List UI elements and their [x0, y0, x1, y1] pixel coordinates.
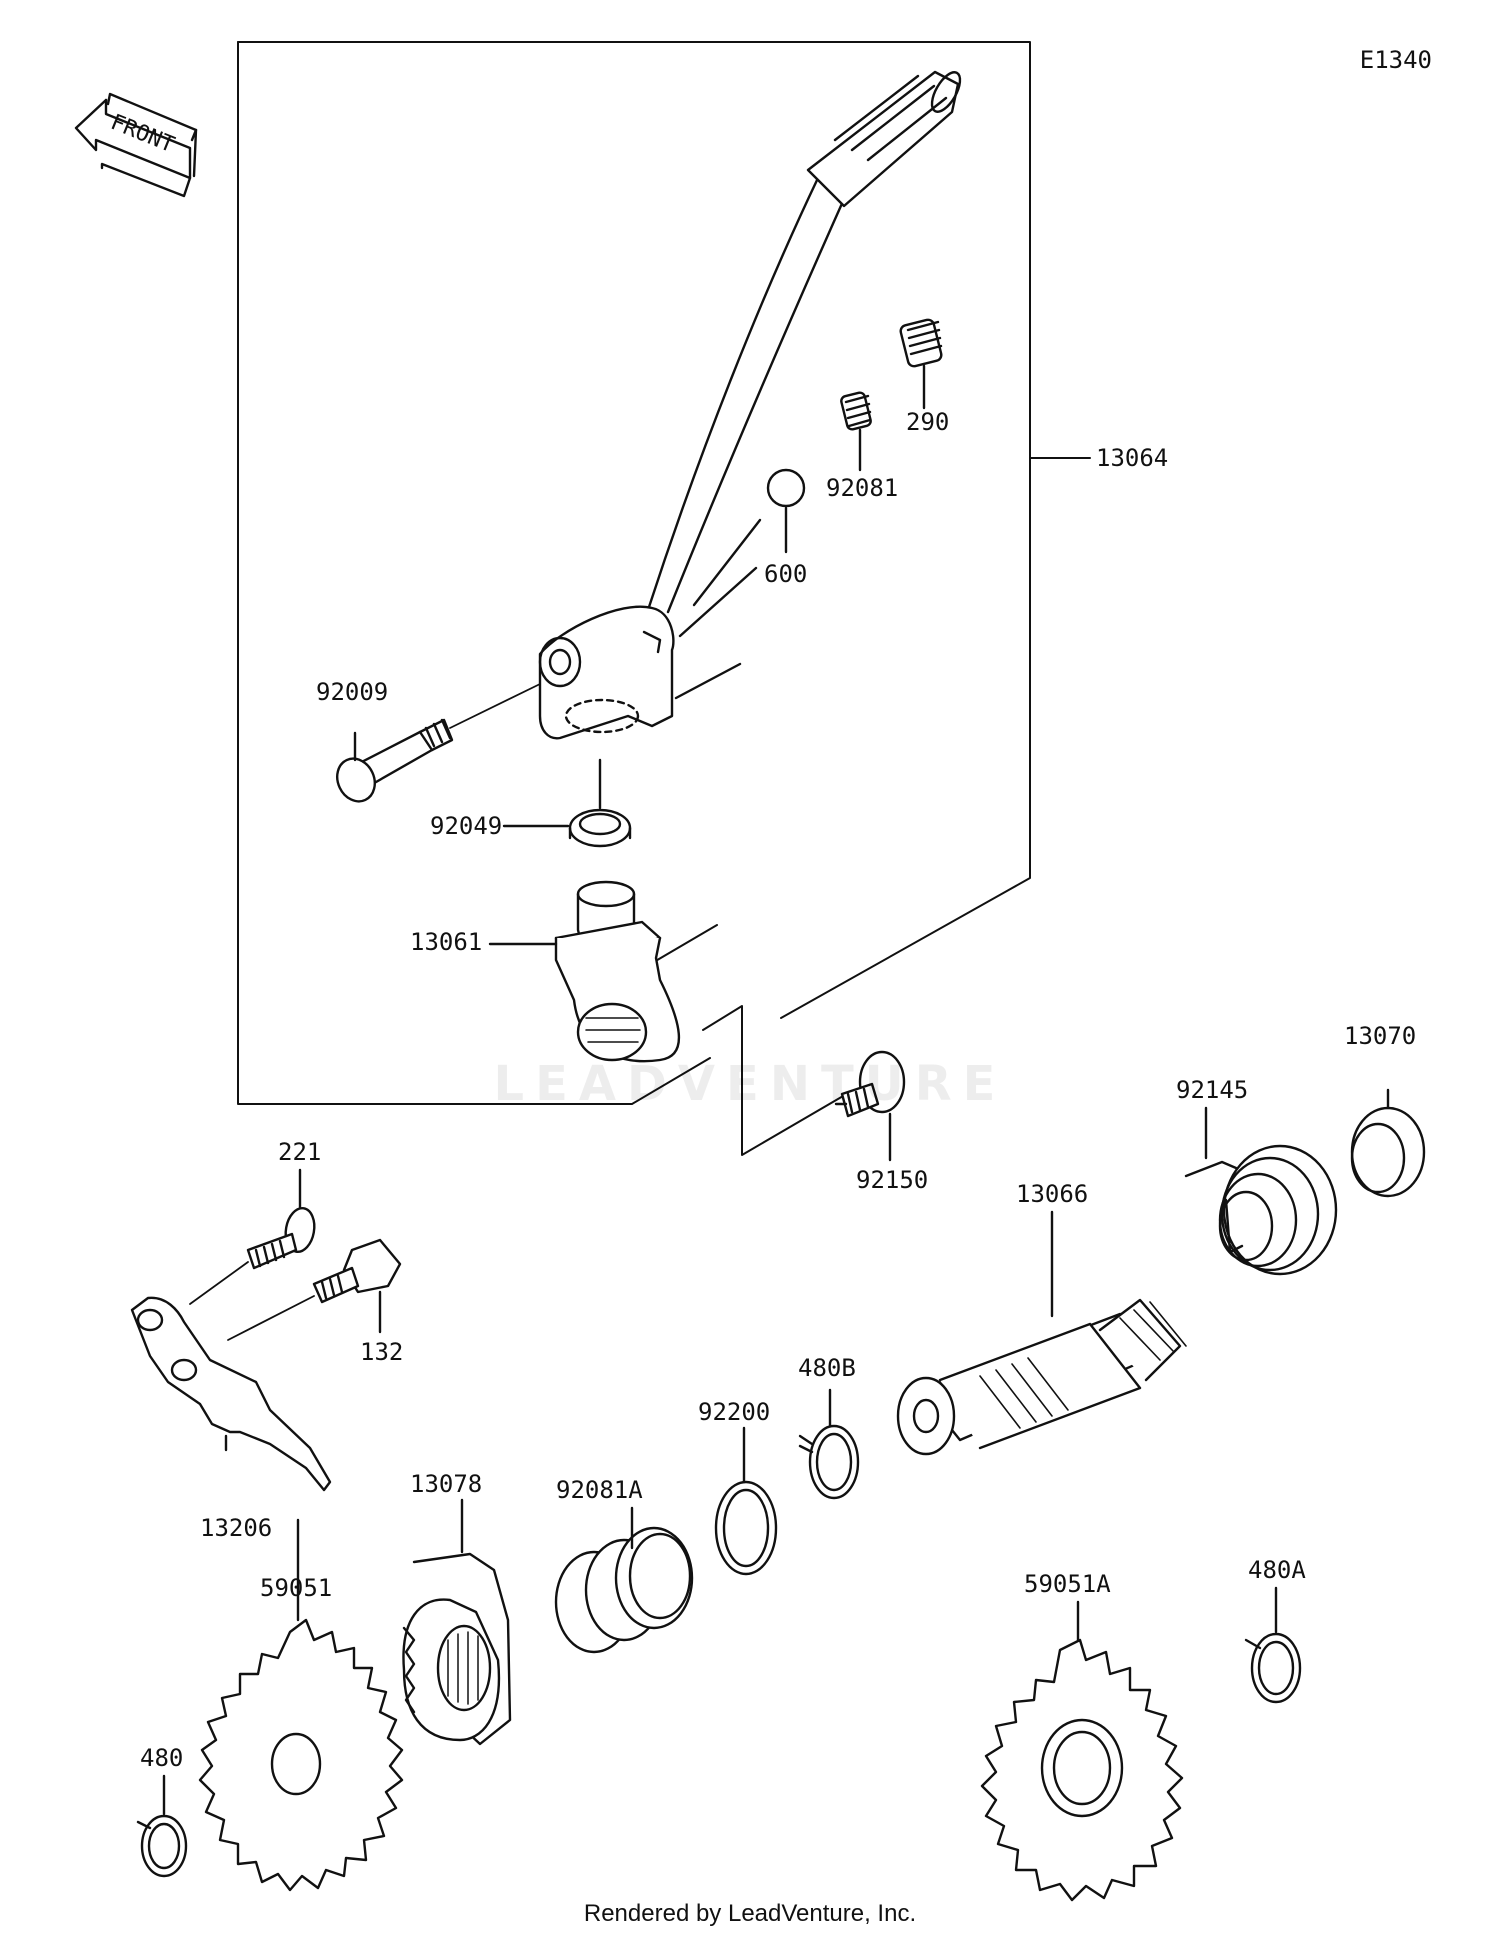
- footer-credit: Rendered by LeadVenture, Inc.: [583, 1900, 917, 1927]
- lever-bolt-icon: [834, 1050, 906, 1162]
- circlip-icon: [136, 1774, 188, 1878]
- callout-13070[interactable]: 13070: [1344, 1022, 1417, 1050]
- assembly-frame: [237, 41, 1091, 1156]
- return-spring-icon: [1184, 1106, 1338, 1276]
- callout-13066[interactable]: 13066: [1016, 1180, 1089, 1208]
- callout-92200[interactable]: 92200: [698, 1398, 771, 1426]
- callout-13078[interactable]: 13078: [410, 1470, 483, 1498]
- oil-seal-icon: [502, 758, 632, 848]
- spring-guide-icon: [1350, 1088, 1426, 1198]
- circlip-b-icon: [798, 1388, 860, 1500]
- callout-13206[interactable]: 13206: [200, 1514, 273, 1542]
- flanged-bolt-icon: [227, 1238, 402, 1341]
- set-screw-icon: [899, 318, 943, 410]
- kickstarter-pedal: [538, 70, 962, 740]
- kick-shaft-icon: [896, 1210, 1187, 1456]
- ratchet-gear-icon: [402, 1498, 512, 1746]
- screw-icon: [189, 1168, 316, 1305]
- pivot-bolt-icon: [336, 683, 541, 803]
- callout-132[interactable]: 132: [360, 1338, 404, 1366]
- idle-gear-icon: [980, 1600, 1184, 1902]
- callout-59051a[interactable]: 59051A: [1024, 1570, 1111, 1598]
- kick-lever-icon: [488, 880, 681, 1063]
- callout-600[interactable]: 600: [764, 560, 808, 588]
- callout-221[interactable]: 221: [278, 1138, 322, 1166]
- front-arrow-icon: FRONT: [74, 92, 198, 198]
- callout-480b[interactable]: 480B: [798, 1354, 856, 1382]
- callout-92081[interactable]: 92081: [826, 474, 899, 502]
- callout-92049[interactable]: 92049: [430, 812, 503, 840]
- callout-92009[interactable]: 92009: [316, 678, 389, 706]
- ratchet-guide-plate-icon: [130, 1296, 332, 1492]
- watermark: LEADVENTURE: [493, 1056, 1007, 1112]
- diagram-code: E1340: [1359, 46, 1432, 74]
- callout-480a[interactable]: 480A: [1248, 1556, 1306, 1584]
- callout-290[interactable]: 290: [906, 408, 950, 436]
- callout-92150[interactable]: 92150: [856, 1166, 929, 1194]
- callout-13064[interactable]: 13064: [1096, 444, 1169, 472]
- callout-92145[interactable]: 92145: [1176, 1076, 1249, 1104]
- steel-ball-icon: [766, 468, 806, 554]
- callout-480[interactable]: 480: [140, 1744, 184, 1772]
- callout-13061[interactable]: 13061: [410, 928, 483, 956]
- circlip-a-icon: [1244, 1586, 1302, 1704]
- washer-icon: [714, 1426, 778, 1576]
- callout-92081a[interactable]: 92081A: [556, 1476, 643, 1504]
- ratchet-spring-icon: [554, 1506, 694, 1654]
- kick-gear-icon: [198, 1518, 404, 1892]
- callout-59051[interactable]: 59051: [260, 1574, 333, 1602]
- spring-icon: [840, 391, 872, 472]
